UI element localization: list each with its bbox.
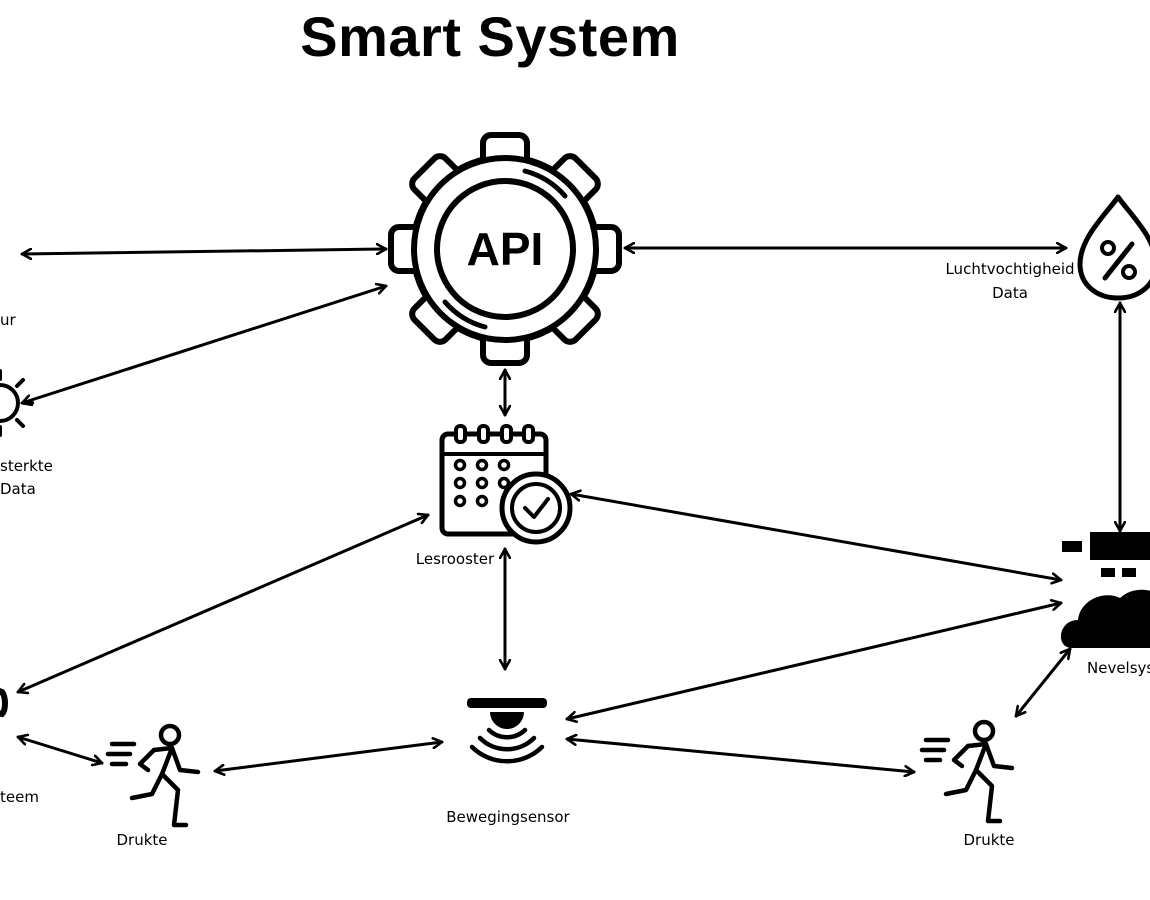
schedule-label: Lesrooster: [415, 550, 495, 568]
arrow-light-api: [20, 286, 388, 403]
running-person-icon: [919, 719, 1015, 824]
sun-icon: [0, 369, 34, 437]
arrow-schedule-system: [16, 515, 430, 692]
calendar-clock-icon: [439, 424, 573, 545]
light-label-line2: Data: [0, 480, 36, 498]
arrow-sensor-mist: [565, 603, 1063, 719]
motion-sensor-icon: [467, 698, 547, 764]
crowd-left-label: Drukte: [116, 831, 168, 849]
humidity-drop-icon: [1077, 194, 1150, 301]
arrow-schedule-mist: [569, 494, 1063, 580]
api-text: API: [467, 223, 544, 275]
diagram-title: Smart System: [300, 5, 680, 68]
temperature-label: ur: [0, 311, 16, 329]
arrow-crowd-mist: [1014, 647, 1072, 718]
arrow-crowd-sensor: [213, 742, 444, 771]
arrow-sensor-crowd: [565, 739, 916, 772]
left-system-label: teem: [0, 788, 39, 806]
humidity-label-line1: Luchtvochtigheid: [945, 260, 1075, 278]
mist-cloud-icon: [1060, 532, 1150, 648]
light-label-line1: sterkte: [0, 457, 53, 475]
crowd-right-label: Drukte: [963, 831, 1015, 849]
arrow-temperature-api: [20, 249, 388, 254]
motion-sensor-label: Bewegingsensor: [446, 808, 570, 826]
connections: [16, 248, 1120, 772]
api-gear-icon: API: [388, 132, 622, 366]
system-icon: [0, 687, 8, 718]
arrow-system-crowd: [16, 737, 104, 763]
humidity-label-line2: Data: [992, 284, 1028, 302]
running-person-icon: [105, 723, 201, 828]
mist-system-label: Nevelsys: [1087, 659, 1150, 677]
